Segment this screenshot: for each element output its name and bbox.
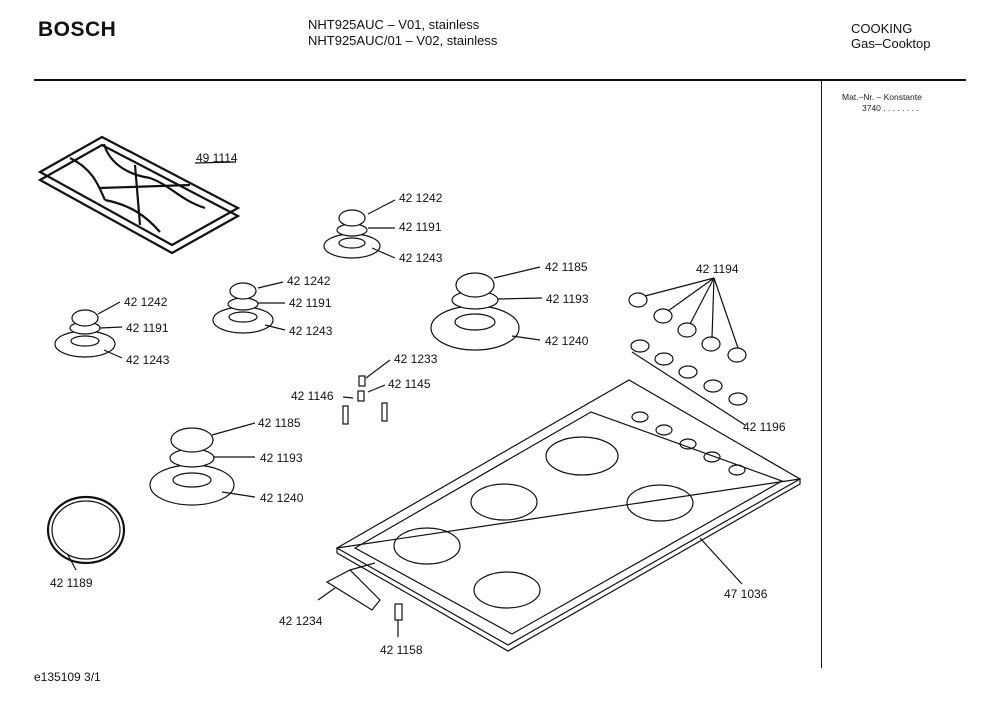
label-base-top: 42 1243 (399, 251, 443, 265)
label-gasket-ring: 42 1189 (50, 576, 93, 590)
screws (342, 359, 391, 425)
label-cap-large2: 42 1185 (258, 416, 301, 430)
label-ring-left: 42 1191 (126, 321, 169, 335)
label-base-mid: 42 1243 (289, 324, 333, 338)
label-screw-c: 42 1146 (291, 389, 334, 403)
label-cap-left: 42 1242 (124, 295, 168, 309)
model-line-2: NHT925AUC/01 – V02, stainless (308, 33, 498, 48)
cooktop-drawing (335, 379, 802, 652)
brand-logo: BOSCH (38, 18, 117, 41)
label-base-large2: 42 1240 (260, 491, 304, 505)
knobs-top-row (628, 277, 747, 363)
sidebar-heading: Mat.–Nr. – Konstante (842, 92, 922, 102)
burner-small-mid (212, 281, 286, 334)
category-line-1: COOKING (851, 21, 913, 36)
label-ring-mid: 42 1191 (289, 296, 332, 310)
grate-drawing (37, 135, 241, 255)
label-cap-top: 42 1242 (399, 191, 443, 205)
header-rule (34, 79, 966, 81)
label-ring-large: 42 1193 (546, 292, 589, 306)
label-grate: 49 1114 (196, 151, 238, 165)
bracket-drawing (317, 562, 403, 637)
sidebar-divider (821, 80, 823, 668)
model-line-1: NHT925AUC – V01, stainless (308, 17, 480, 32)
label-base-large: 42 1240 (545, 334, 589, 348)
label-knob-base: 42 1196 (743, 420, 786, 434)
burner-large-right (430, 266, 543, 351)
label-screw-a: 42 1233 (394, 352, 438, 366)
burner-small-top (323, 199, 396, 259)
burner-small-left (54, 301, 123, 359)
label-base-left: 42 1243 (126, 353, 170, 367)
label-bracket: 42 1234 (279, 614, 323, 628)
label-screw-b: 42 1145 (388, 377, 431, 391)
category-line-2: Gas–Cooktop (851, 36, 931, 51)
label-ring-top: 42 1191 (399, 220, 442, 234)
gasket-ring (46, 495, 126, 571)
label-knobs: 42 1194 (696, 262, 739, 276)
footer-reference: e135109 3/1 (34, 670, 101, 684)
sidebar-value: 3740 . . . . . . . . (862, 103, 919, 113)
label-bolt: 42 1158 (380, 643, 423, 657)
burner-large-left (149, 422, 256, 506)
label-ring-large2: 42 1193 (260, 451, 303, 465)
label-cap-mid: 42 1242 (287, 274, 331, 288)
knob-bases (630, 339, 748, 426)
label-cap-large: 42 1185 (545, 260, 588, 274)
label-cooktop: 47 1036 (724, 587, 768, 601)
